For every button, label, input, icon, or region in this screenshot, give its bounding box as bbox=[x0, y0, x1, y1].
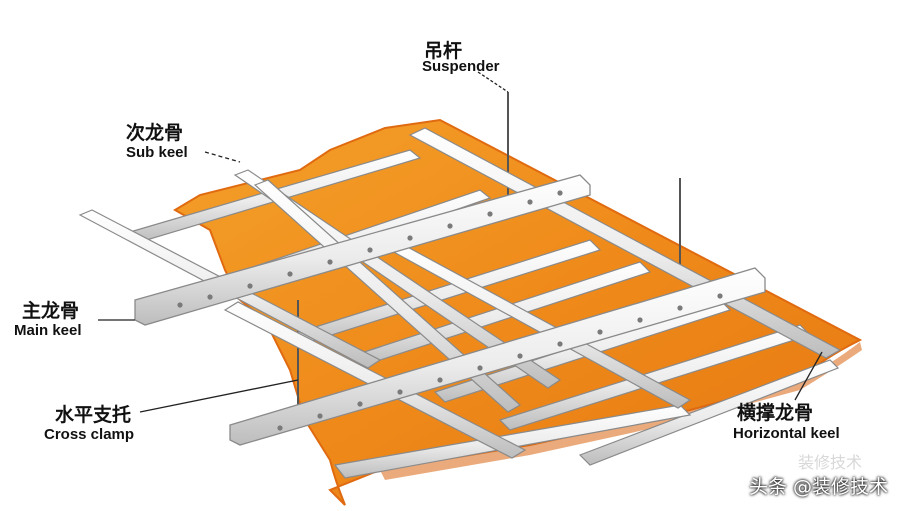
horizontal-keel bbox=[229, 267, 766, 446]
sub-keel-leader bbox=[204, 151, 241, 163]
main-keel-label-en: Main keel bbox=[14, 322, 82, 339]
watermark: 头条 @装修技术 bbox=[748, 476, 888, 498]
main-keel-label-zh: 主龙骨 bbox=[22, 300, 80, 322]
leader-lines bbox=[98, 71, 823, 413]
horizontal-keel-label-en: Horizontal keel bbox=[733, 425, 840, 442]
sub-keel-label-en: Sub keel bbox=[126, 144, 188, 161]
horizontal-keel-label-zh: 横撑龙骨 bbox=[737, 402, 814, 424]
cross-clamp-label-en: Cross clamp bbox=[44, 426, 135, 443]
suspender-leader bbox=[477, 71, 509, 93]
sub-keel-label-zh: 次龙骨 bbox=[126, 122, 184, 144]
cross-clamp-label-zh: 水平支托 bbox=[55, 404, 132, 426]
horizontal-keel-leader bbox=[794, 351, 823, 401]
main-keel bbox=[253, 179, 522, 413]
sub-keel bbox=[333, 404, 692, 479]
keel-holes bbox=[177, 190, 723, 431]
suspender-label-en: Suspender bbox=[422, 58, 500, 75]
suspender-label-zh: 吊杆 bbox=[424, 40, 463, 62]
watermark-faint: 装修技术 bbox=[797, 453, 862, 472]
main-keel bbox=[223, 301, 527, 459]
cross-clamp-leader bbox=[139, 379, 299, 413]
sub-keel bbox=[578, 359, 840, 466]
